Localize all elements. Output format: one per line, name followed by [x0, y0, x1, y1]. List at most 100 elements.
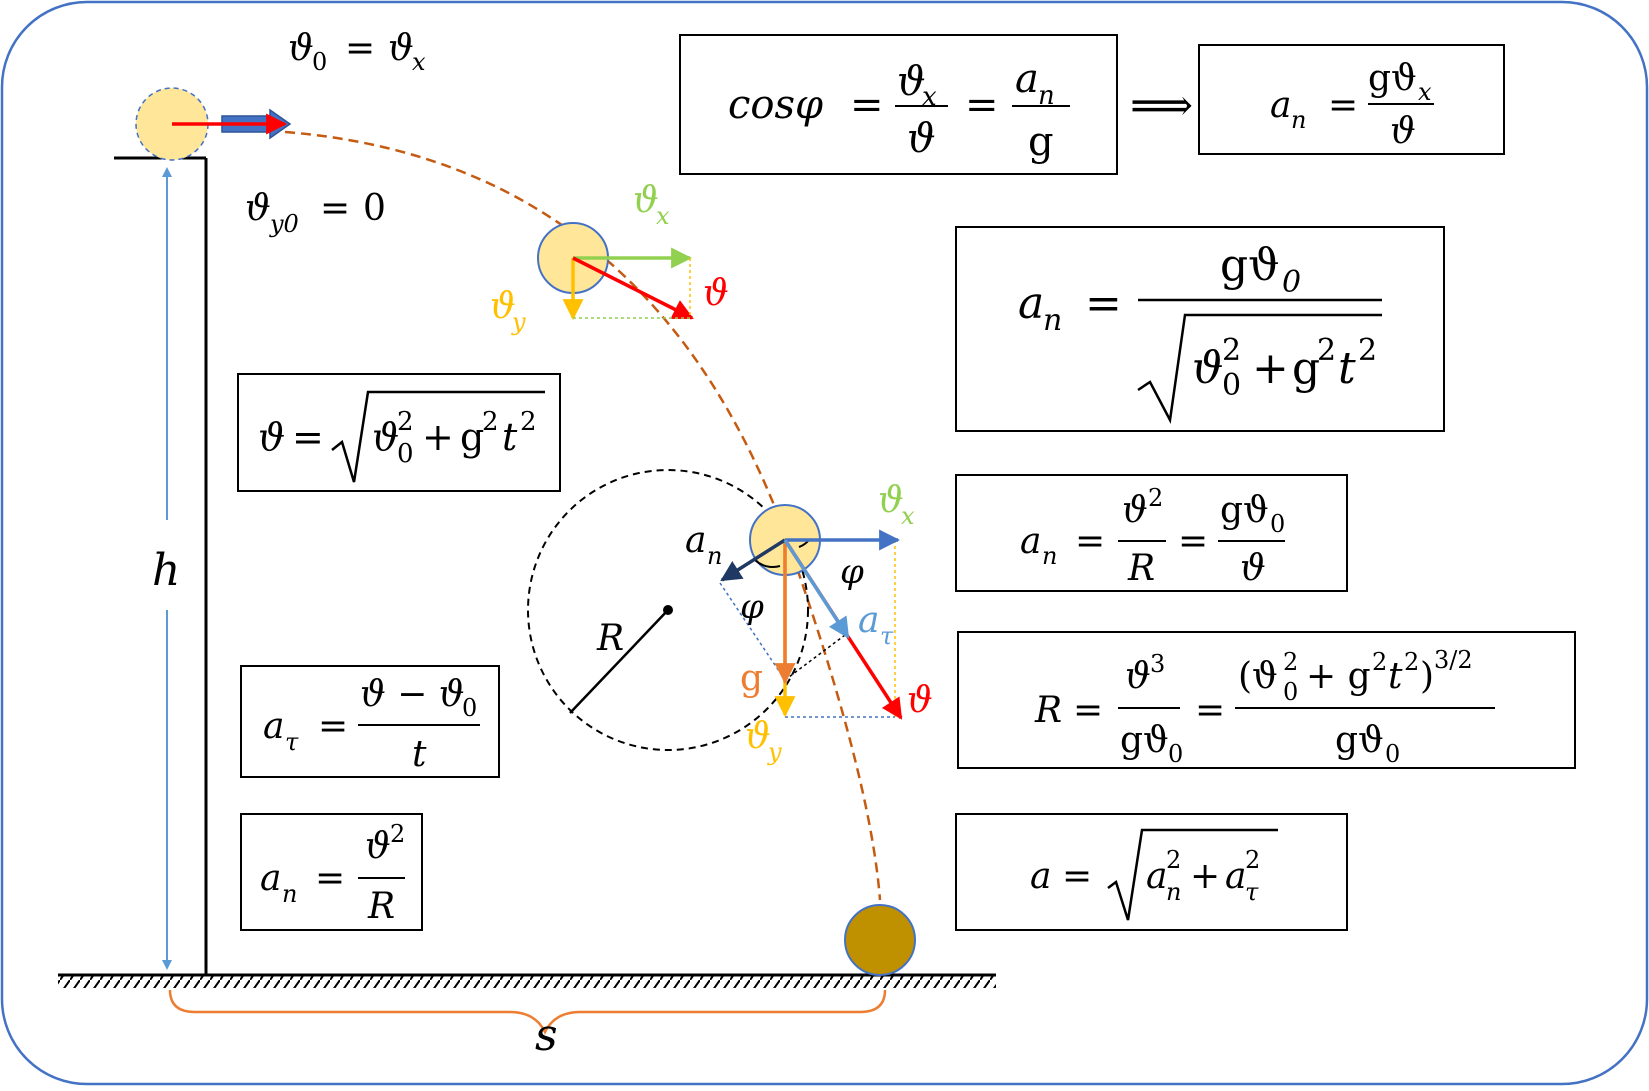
svg-text:a: a: [263, 706, 284, 747]
svg-text:τ: τ: [1245, 878, 1259, 906]
svg-text:=: =: [1075, 521, 1105, 562]
svg-text:a: a: [1225, 856, 1246, 897]
svg-text:gϑ: gϑ: [1220, 240, 1280, 291]
svg-text:t: t: [502, 415, 518, 459]
svg-text:2: 2: [397, 407, 414, 437]
svg-text:=: =: [345, 28, 375, 69]
svg-text:=: =: [1328, 85, 1358, 126]
svg-text:2: 2: [1222, 333, 1241, 368]
svg-text:0: 0: [312, 48, 327, 76]
formula-cos-phi: cosφ = ϑ x ϑ = a n g: [679, 34, 1118, 175]
mid-vy-label: ϑ y: [490, 286, 526, 336]
svg-text:n: n: [1038, 81, 1055, 111]
svg-text:g: g: [1292, 343, 1320, 394]
svg-text:a: a: [1146, 856, 1167, 897]
svg-text:n: n: [707, 542, 722, 570]
svg-text:x: x: [412, 48, 426, 76]
svg-text:0: 0: [363, 188, 386, 229]
svg-text:+ g: + g: [1306, 656, 1371, 697]
svg-text:=: =: [965, 82, 999, 128]
svg-text:0: 0: [1282, 265, 1301, 300]
svg-text:a: a: [1018, 278, 1044, 329]
svg-text:x: x: [656, 202, 670, 230]
svg-text:(ϑ: (ϑ: [1238, 656, 1278, 697]
svg-text:x: x: [922, 82, 937, 112]
svg-text:0: 0: [397, 439, 414, 469]
lower-vy-label: ϑ y: [745, 716, 782, 766]
svg-text:y: y: [511, 308, 526, 336]
formula-a-tau: a τ = ϑ − ϑ 0 t: [240, 665, 500, 778]
svg-text:2: 2: [1148, 484, 1163, 512]
svg-text:+: +: [422, 415, 454, 459]
svg-text:0: 0: [1270, 510, 1285, 538]
svg-text:cosφ: cosφ: [728, 82, 823, 128]
label-vy0-equals-0: ϑ y0 = 0: [245, 188, 386, 238]
svg-text:3: 3: [1150, 650, 1165, 678]
lower-at-label: a τ: [858, 600, 894, 650]
radius-label: R: [596, 618, 624, 659]
svg-text:2: 2: [1166, 846, 1181, 874]
svg-text:a: a: [1020, 521, 1041, 562]
svg-text:ϑ: ϑ: [1240, 548, 1266, 589]
svg-text:2: 2: [482, 407, 499, 437]
svg-text:=: =: [1062, 856, 1092, 897]
svg-text:ϑ: ϑ: [878, 480, 904, 521]
ball-landed: [844, 904, 916, 976]
svg-text:+: +: [1252, 343, 1289, 394]
svg-text:n: n: [1291, 106, 1306, 134]
svg-text:τ: τ: [285, 728, 299, 756]
svg-text:ϑ: ϑ: [245, 188, 271, 229]
svg-text:n: n: [282, 880, 297, 908]
svg-text:2: 2: [390, 820, 405, 848]
mid-v-label: ϑ: [703, 273, 729, 314]
lower-phi-left-label: φ: [740, 587, 764, 627]
svg-text:=: =: [1178, 521, 1208, 562]
formula-an-gvx: a n = gϑ x ϑ: [1198, 44, 1505, 155]
ball-lower: [719, 504, 903, 720]
svg-text:ϑ: ϑ: [1390, 111, 1416, 152]
svg-text:gϑ: gϑ: [1368, 58, 1417, 99]
svg-text:=: =: [292, 415, 324, 459]
svg-text:R: R: [367, 886, 395, 927]
formula-a-total: a = a n 2 + a τ 2: [955, 813, 1348, 931]
formula-an-v2R: a n = ϑ 2 R = gϑ 0 ϑ: [955, 474, 1348, 592]
svg-text:g: g: [460, 415, 484, 459]
svg-text:2: 2: [1358, 333, 1377, 368]
svg-text:R: R: [1034, 690, 1062, 731]
height-label: h: [152, 545, 180, 596]
svg-text:gϑ: gϑ: [1335, 720, 1384, 761]
svg-text:x: x: [901, 502, 915, 530]
svg-text:x: x: [1418, 78, 1432, 106]
svg-text:=: =: [1195, 690, 1225, 731]
svg-text:ϑ: ϑ: [907, 116, 936, 162]
svg-text:=: =: [1073, 690, 1103, 731]
formula-an-small: a n = ϑ 2 R: [240, 813, 423, 931]
svg-text:a: a: [260, 858, 281, 899]
implies-arrow: ⟹: [1130, 80, 1193, 131]
svg-text:n: n: [1166, 878, 1181, 906]
svg-text:n: n: [1042, 542, 1057, 570]
svg-text:): ): [1420, 656, 1434, 697]
label-v0-equals-vx: ϑ 0 = ϑ x: [288, 28, 426, 76]
svg-text:0: 0: [1283, 678, 1298, 706]
svg-text:ϑ: ϑ: [633, 180, 659, 221]
svg-text:3/2: 3/2: [1434, 646, 1473, 674]
svg-text:y: y: [767, 738, 782, 766]
svg-text:=: =: [320, 188, 350, 229]
svg-text:ϑ: ϑ: [372, 415, 399, 459]
svg-text:2: 2: [1245, 846, 1260, 874]
lower-an-label: a n: [685, 520, 722, 570]
svg-text:y0: y0: [269, 210, 299, 238]
svg-text:0: 0: [462, 694, 477, 722]
svg-text:=: =: [850, 82, 884, 128]
ground: [58, 973, 996, 988]
svg-text:ϑ: ϑ: [897, 59, 926, 105]
svg-text:2: 2: [1404, 648, 1419, 676]
svg-text:a: a: [685, 520, 706, 561]
svg-text:g: g: [1028, 119, 1054, 165]
svg-text:a: a: [1030, 856, 1051, 897]
svg-text:ϑ − ϑ: ϑ − ϑ: [360, 674, 465, 715]
svg-text:2: 2: [1372, 648, 1387, 676]
